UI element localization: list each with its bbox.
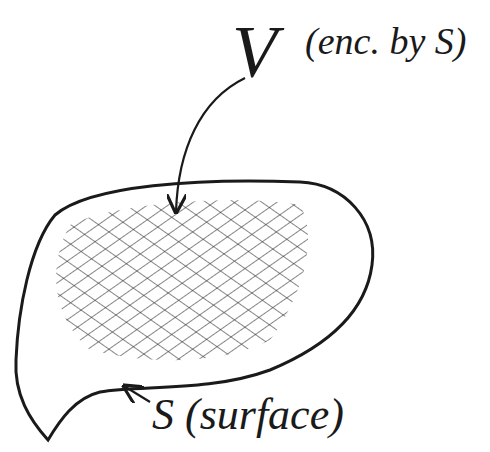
volume-symbol: V [232,14,277,92]
leader-arrow [124,386,150,402]
volume-note: (enc. by S) [305,22,475,62]
surface-label: S (surface) [152,392,344,438]
leader-arrow [176,78,245,212]
